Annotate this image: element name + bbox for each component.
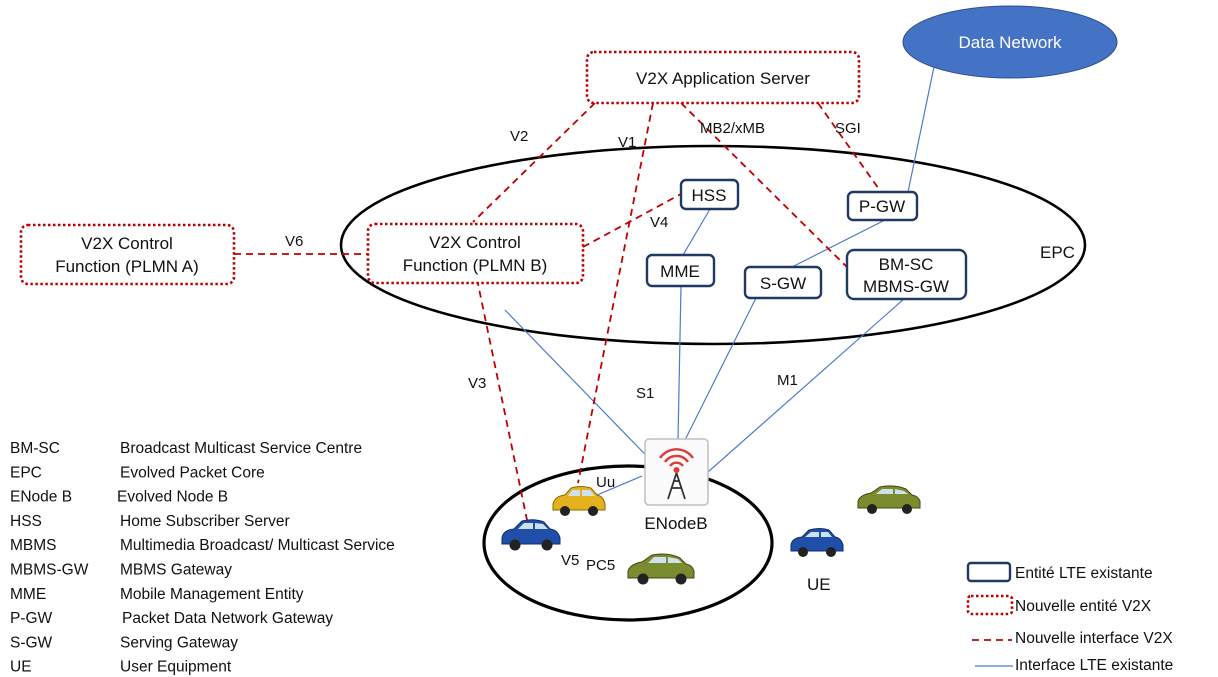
car-yellow-icon xyxy=(552,486,606,516)
car-olive-icon-2 xyxy=(857,485,921,514)
glossary-definition: Broadcast Multicast Service Centre xyxy=(120,440,362,457)
glossary-abbr: MBMS-GW xyxy=(10,562,89,579)
bmsc-line1: BM-SC xyxy=(879,255,934,274)
enodeb-label: ENodeB xyxy=(644,514,707,533)
ue-label: UE xyxy=(807,575,831,594)
glossary-definition: Home Subscriber Server xyxy=(120,513,290,530)
link-v4 xyxy=(582,193,682,248)
legend: Entité LTE existante Nouvelle entité V2X… xyxy=(966,561,1173,674)
link-pgw-sgw xyxy=(789,219,886,269)
bmsc-box xyxy=(845,248,968,301)
glossary-definition: Evolved Node B xyxy=(117,489,228,506)
car-blue-icon-2 xyxy=(790,528,844,557)
epc-label: EPC xyxy=(1040,243,1075,262)
label-v3: V3 xyxy=(468,375,486,392)
cf-a-line2: Function (PLMN A) xyxy=(55,257,199,276)
glossary-definition: Evolved Packet Core xyxy=(120,464,265,481)
app-server-label: V2X Application Server xyxy=(636,69,810,88)
link-sgw-enodeb xyxy=(684,289,761,441)
cf-b-line1: V2X Control xyxy=(429,233,521,252)
ue-area-ellipse xyxy=(482,464,774,622)
lte-links xyxy=(504,61,936,499)
label-mb2: MB2/xMB xyxy=(700,120,765,137)
link-hss-mme xyxy=(682,208,711,256)
sgw-box xyxy=(743,265,823,300)
sgw-label: S-GW xyxy=(760,274,806,293)
glossary-abbr: EPC xyxy=(10,464,42,481)
cf-a-line1: V2X Control xyxy=(81,234,173,253)
mme-label: MME xyxy=(660,262,700,281)
glossary-definition: Serving Gateway xyxy=(120,634,238,651)
link-enodeb-cfb xyxy=(504,309,671,481)
label-m1: M1 xyxy=(777,372,798,389)
glossary-definition: Mobile Management Entity xyxy=(120,586,304,603)
pgw-label: P-GW xyxy=(859,197,905,216)
mme-box xyxy=(645,253,716,288)
link-mme-enodeb xyxy=(677,285,682,441)
glossary: BM-SC Broadcast Multicast Service CentreE… xyxy=(10,440,395,676)
label-uu: Uu xyxy=(596,474,615,491)
glossary-abbr: ENode B xyxy=(10,489,72,506)
glossary-abbr: MME xyxy=(10,586,46,603)
glossary-abbr: UE xyxy=(10,659,32,676)
bmsc-line2: MBMS-GW xyxy=(863,277,949,296)
label-s1: S1 xyxy=(636,385,654,402)
glossary-definition: User Equipment xyxy=(120,659,232,676)
hss-label: HSS xyxy=(692,186,727,205)
link-sgi xyxy=(817,102,882,193)
pgw-box xyxy=(846,190,919,222)
data-network-ellipse xyxy=(902,5,1118,79)
label-v6: V6 xyxy=(285,233,303,250)
legend-existing-entity-label: Entité LTE existante xyxy=(1015,565,1153,582)
legend-new-interface-label: Nouvelle interface V2X xyxy=(1015,630,1173,647)
label-v4: V4 xyxy=(650,214,668,231)
glossary-definition: Packet Data Network Gateway xyxy=(122,610,333,627)
label-v2: V2 xyxy=(510,128,528,145)
glossary-abbr: MBMS xyxy=(10,537,57,554)
enodeb-tower-icon xyxy=(644,438,709,506)
data-network-label: Data Network xyxy=(959,33,1062,52)
cf-a-box xyxy=(19,223,236,286)
car-blue-icon-1 xyxy=(501,519,561,551)
glossary-definition: MBMS Gateway xyxy=(120,562,232,579)
label-sgi: SGI xyxy=(835,120,861,137)
cf-b-line2: Function (PLMN B) xyxy=(403,256,548,275)
legend-new-entity-swatch xyxy=(966,594,1014,616)
glossary-abbr: BM-SC xyxy=(10,440,60,457)
link-v2 xyxy=(472,102,596,223)
v2x-links xyxy=(234,102,882,521)
glossary-definition: Multimedia Broadcast/ Multicast Service xyxy=(120,537,395,554)
glossary-abbr: S-GW xyxy=(10,634,53,651)
label-v5: V5 xyxy=(561,552,579,569)
link-datanetwork-pgw xyxy=(907,61,936,193)
label-v1: V1 xyxy=(618,134,636,151)
legend-existing-entity-swatch xyxy=(966,561,1012,583)
glossary-abbr: P-GW xyxy=(10,610,53,627)
link-uu xyxy=(589,475,643,499)
link-mb2 xyxy=(680,102,861,281)
epc-ellipse xyxy=(339,144,1087,346)
label-pc5: PC5 xyxy=(586,557,615,574)
legend-existing-interface-label: Interface LTE existante xyxy=(1015,657,1173,674)
legend-new-entity-label: Nouvelle entité V2X xyxy=(1015,598,1152,615)
link-v1 xyxy=(577,102,654,484)
car-olive-icon-1 xyxy=(627,553,695,585)
app-server-box xyxy=(585,50,861,105)
cf-b-box xyxy=(366,222,585,285)
link-bmsc-enodeb xyxy=(707,297,906,473)
glossary-abbr: HSS xyxy=(10,513,42,530)
link-v3 xyxy=(476,278,528,521)
hss-box xyxy=(679,178,740,211)
